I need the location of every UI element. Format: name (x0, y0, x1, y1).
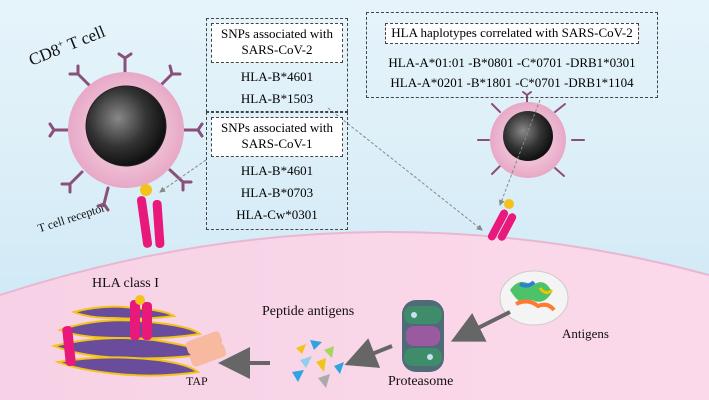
antigens-label: Antigens (562, 326, 609, 341)
peptide-antigens-label: Peptide antigens (262, 304, 355, 319)
sars-cov-1-snp-header: SNPs associated with SARS-CoV-1 (211, 117, 343, 157)
tap-label: TAP (186, 374, 208, 388)
sars-cov-2-title-line1: SNPs associated with (221, 26, 333, 41)
antigens-blob (499, 270, 569, 326)
cd8-t-cell (48, 52, 204, 212)
proteasome-label: Proteasome (388, 374, 454, 389)
sars-cov-1-title-line2: SARS-CoV-1 (241, 136, 313, 151)
hla-class-1-label: HLA class I (92, 276, 159, 291)
sars-cov-1-snp-item: HLA-Cw*0301 (236, 207, 318, 222)
hla-haplotype-header: HLA haplotypes correlated with SARS-CoV-… (385, 23, 639, 44)
sars-cov-2-title-line2: SARS-CoV-2 (241, 42, 313, 57)
sars-cov-2-snp-item: HLA-B*1503 (240, 91, 314, 106)
hla-haplotype-row: HLA-A*0201 -B*1801 -C*0701 -DRB1*1104 (390, 75, 634, 90)
sars-cov-1-title-line1: SNPs associated with (221, 120, 333, 135)
sars-cov-1-snp-item: HLA-B*0703 (240, 185, 314, 200)
hla-haplotype-box: HLA haplotypes correlated with SARS-CoV-… (366, 12, 658, 98)
peptide-fragments (292, 340, 344, 388)
hla-haplotype-title: HLA haplotypes correlated with SARS-CoV-… (391, 25, 633, 40)
antigen-presenting-cell (477, 91, 585, 178)
sars-cov-1-snp-box: SNPs associated with SARS-CoV-1 HLA-B*46… (206, 112, 348, 230)
sars-cov-2-snp-item: HLA-B*4601 (240, 69, 314, 84)
sars-cov-2-snp-box: SNPs associated with SARS-CoV-2 HLA-B*46… (206, 18, 348, 112)
sars-cov-1-snp-item: HLA-B*4601 (240, 163, 314, 178)
proteasome (402, 300, 444, 372)
hla-haplotype-row: HLA-A*01:01 -B*0801 -C*0701 -DRB1*0301 (388, 55, 636, 70)
endoplasmic-reticulum (50, 295, 227, 377)
small-cell-receptor (487, 199, 517, 241)
sars-cov-2-snp-header: SNPs associated with SARS-CoV-2 (211, 23, 343, 63)
t-cell-receptor (136, 184, 165, 248)
